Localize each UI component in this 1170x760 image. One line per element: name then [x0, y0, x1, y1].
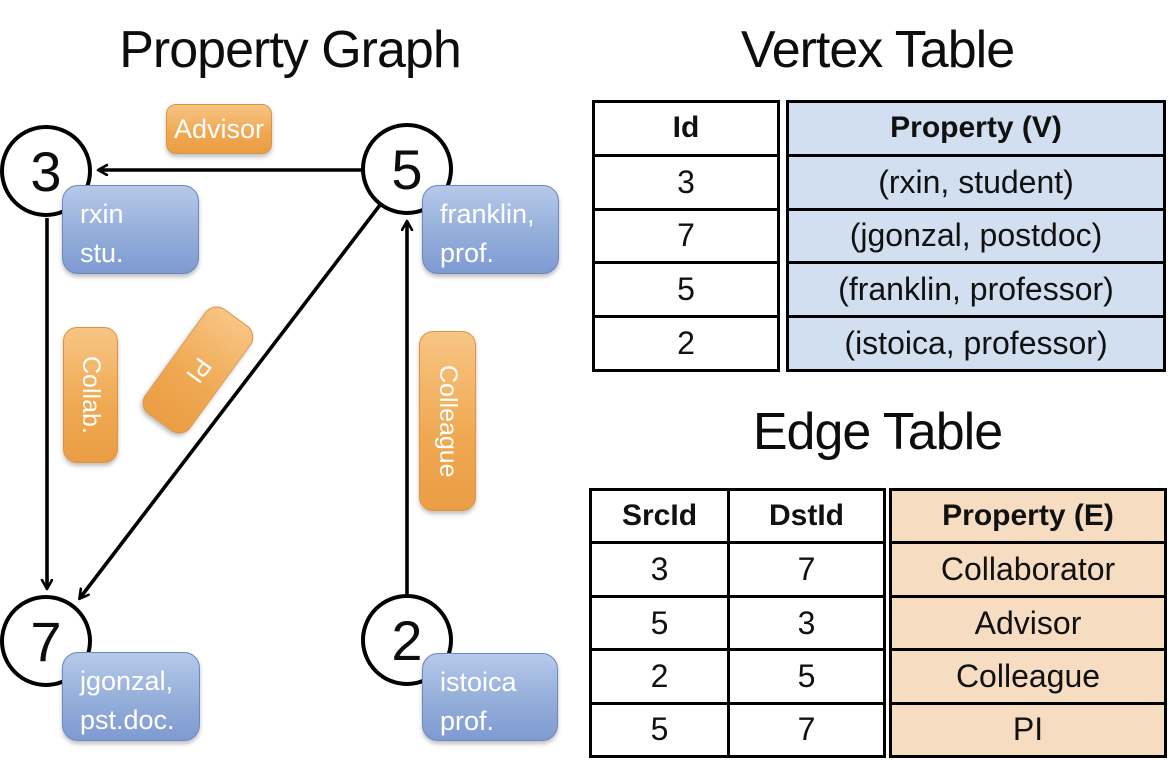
edge-label-colleague: Colleague — [419, 331, 476, 511]
edge-table-cell-dstid: 7 — [797, 711, 816, 748]
vertex-property-line: prof. — [440, 706, 495, 737]
edge-table-property-column: Property (E) Collaborator Advisor Collea… — [889, 488, 1167, 758]
vertex-id: 5 — [391, 137, 423, 201]
vertex-table-cell-property: (jgonzal, postdoc) — [789, 207, 1163, 262]
edge-table-header-dstid: DstId — [769, 499, 844, 533]
edge-table-cell-srcid: 3 — [592, 544, 730, 595]
edge-table-cell-property: Collaborator — [892, 541, 1164, 595]
vertex-table-cell-id: 2 — [595, 315, 777, 369]
edge-table-cell-srcid: 5 — [592, 704, 730, 756]
edge-table-cell-property: PI — [892, 701, 1164, 756]
edge-table-header-property: Property (E) — [892, 491, 1164, 542]
vertex-table-cell-property: (franklin, professor) — [789, 261, 1163, 316]
vertex-table-cell-property: (istoica, professor) — [789, 315, 1163, 369]
edge-table-row: 5 7 — [592, 701, 883, 756]
edge-table-id-columns: SrcId DstId 3 7 5 3 2 5 5 7 — [589, 488, 886, 758]
vertex-id: 2 — [391, 608, 423, 672]
edge-table-header-row: SrcId DstId — [592, 491, 883, 542]
vertex-table-id-column: Id 3 7 5 2 — [592, 100, 780, 372]
vertex-property-box-7: jgonzal, pst.doc. — [62, 652, 200, 741]
vertex-table-cell-property: (rxin, student) — [789, 153, 1163, 208]
edge-table-cell-dstid: 3 — [797, 604, 816, 641]
edge-arrow-5-to-7 — [80, 203, 382, 598]
vertex-table-cell-id: 3 — [595, 153, 777, 208]
edge-table-row: 2 5 — [592, 648, 883, 702]
vertex-property-line: stu. — [80, 238, 124, 269]
vertex-property-box-3: rxin stu. — [62, 185, 199, 274]
edge-table-title: Edge Table — [752, 403, 1003, 461]
vertex-property-line: rxin — [80, 199, 124, 229]
vertex-property-line: franklin, — [440, 199, 535, 229]
edge-table-cell-property: Colleague — [892, 648, 1164, 702]
vertex-table-cell-id: 5 — [595, 261, 777, 315]
vertex-property-box-2: istoica prof. — [422, 653, 558, 741]
vertex-table-cell-id: 7 — [595, 207, 777, 262]
vertex-table-header-id: Id — [672, 111, 700, 145]
vertex-property-line: jgonzal, — [80, 666, 174, 696]
vertex-id: 7 — [30, 609, 62, 673]
edge-table-cell-srcid: 5 — [592, 597, 730, 649]
edge-table-cell-srcid: 2 — [592, 651, 730, 702]
vertex-table-property-column: Property (V) (rxin, student) (jgonzal, p… — [786, 100, 1166, 372]
vertex-table-title: Vertex Table — [740, 21, 1015, 79]
vertex-circle-3: 3 — [0, 125, 92, 217]
vertex-property-line: prof. — [440, 238, 495, 269]
edge-label-collaborator: Collab. — [63, 327, 118, 463]
edge-label-advisor: Advisor — [166, 104, 272, 154]
edge-table-row: 5 3 — [592, 594, 883, 649]
vertex-id: 3 — [30, 139, 62, 203]
vertex-property-line: istoica — [440, 667, 517, 697]
edge-table-header-srcid: SrcId — [592, 491, 730, 542]
edge-table-cell-dstid: 5 — [797, 657, 816, 694]
edge-table-row: 3 7 — [592, 541, 883, 595]
vertex-property-line: pst.doc. — [80, 705, 175, 736]
vertex-property-box-5: franklin, prof. — [422, 185, 559, 274]
graph-title: Property Graph — [119, 21, 462, 79]
edge-table-cell-property: Advisor — [892, 594, 1164, 649]
edge-table-cell-dstid: 7 — [797, 551, 816, 588]
vertex-table-header-property: Property (V) — [789, 103, 1163, 154]
